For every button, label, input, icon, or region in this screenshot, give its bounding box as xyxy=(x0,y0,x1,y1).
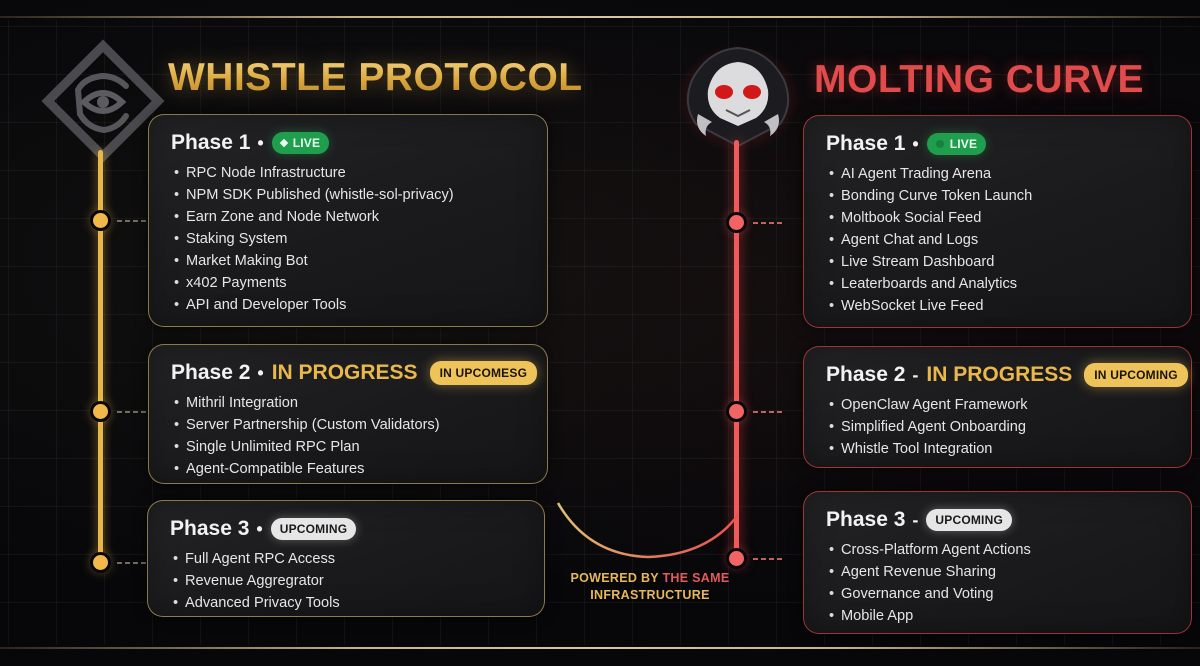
list-item: Mithril Integration xyxy=(171,392,547,414)
list-item: Market Making Bot xyxy=(171,250,547,272)
whistle-protocol-title: WHISTLE PROTOCOL xyxy=(168,56,583,99)
list-item: Server Partnership (Custom Validators) xyxy=(171,414,547,436)
list-item: RPC Node Infrastructure xyxy=(171,162,547,184)
phase-label: Phase 1 xyxy=(826,132,906,155)
status-badge-upcoming: UPCOMING xyxy=(270,518,357,540)
list-item: Earn Zone and Node Network xyxy=(171,206,547,228)
list-item: WebSocket Live Feed xyxy=(826,295,1191,317)
list-item: NPM SDK Published (whistle-sol-privacy) xyxy=(171,184,547,206)
whistle-phase-2-card: Phase 2 • IN PROGRESS IN UPCOMESG Mithri… xyxy=(148,344,548,484)
whistle-phase-3-card: Phase 3 • UPCOMING Full Agent RPC Access… xyxy=(147,500,545,617)
feature-list: RPC Node Infrastructure NPM SDK Publishe… xyxy=(171,162,547,316)
list-item: OpenClaw Agent Framework xyxy=(826,394,1191,416)
timeline-node-phase-2 xyxy=(729,404,744,419)
connector-dash xyxy=(753,411,783,413)
list-item: Simplified Agent Onboarding xyxy=(826,416,1191,438)
timeline-node-phase-1 xyxy=(93,213,108,228)
feature-list: Cross-Platform Agent Actions Agent Reven… xyxy=(826,539,1191,627)
list-item: Advanced Privacy Tools xyxy=(170,592,544,614)
list-item: AI Agent Trading Arena xyxy=(826,163,1191,185)
list-item: Agent Revenue Sharing xyxy=(826,561,1191,583)
status-badge-live: LIVE xyxy=(271,132,330,154)
phase-status: IN PROGRESS xyxy=(271,361,418,384)
list-item: Leaterboards and Analytics xyxy=(826,273,1191,295)
diamond-icon xyxy=(279,138,288,148)
status-badge-live: LIVE xyxy=(926,133,987,155)
list-item: Full Agent RPC Access xyxy=(170,548,544,570)
phase-label: Phase 2 xyxy=(171,361,251,384)
status-badge-upcoming: UPCOMING xyxy=(926,509,1012,531)
timeline-node-phase-2 xyxy=(93,404,108,419)
connector-dash xyxy=(117,411,147,413)
eye-shield-diamond-icon xyxy=(41,39,165,163)
shared-infrastructure-caption: POWERED BY THE SAME INFRASTRUCTURE xyxy=(570,571,730,602)
connector-dash xyxy=(117,220,147,222)
status-badge-progress: IN UPCOMING xyxy=(1084,363,1188,387)
list-item: Live Stream Dashboard xyxy=(826,251,1191,273)
suspension-bridge-icon xyxy=(548,502,739,575)
connector-dash xyxy=(753,558,783,560)
top-divider xyxy=(0,16,1200,18)
feature-list: Full Agent RPC Access Revenue Aggregrato… xyxy=(170,548,544,614)
timeline-node-phase-3 xyxy=(729,551,744,566)
phase-label: Phase 3 xyxy=(170,517,250,540)
whistle-timeline xyxy=(98,150,103,562)
phase-status: IN PROGRESS xyxy=(926,363,1073,386)
phase-label: Phase 3 xyxy=(826,508,906,531)
whistle-phase-1-card: Phase 1 • LIVE RPC Node Infrastructure N… xyxy=(148,114,548,327)
hooded-crab-mascot-icon xyxy=(676,44,800,150)
list-item: Revenue Aggregrator xyxy=(170,570,544,592)
list-item: API and Developer Tools xyxy=(171,294,547,316)
molting-timeline xyxy=(734,140,739,560)
list-item: Mobile App xyxy=(826,605,1191,627)
list-item: Whistle Tool Integration xyxy=(826,438,1191,460)
timeline-node-phase-1 xyxy=(729,215,744,230)
list-item: Staking System xyxy=(171,228,547,250)
phase-label: Phase 2 xyxy=(826,363,906,386)
phase-label: Phase 1 xyxy=(171,131,251,154)
bottom-divider xyxy=(0,647,1200,649)
feature-list: AI Agent Trading Arena Bonding Curve Tok… xyxy=(826,163,1191,317)
molting-phase-1-card: Phase 1 • LIVE AI Agent Trading Arena Bo… xyxy=(803,115,1192,328)
status-badge-progress: IN UPCOMESG xyxy=(429,361,538,385)
molting-phase-3-card: Phase 3 - UPCOMING Cross-Platform Agent … xyxy=(803,491,1192,634)
status-dot-icon xyxy=(935,140,944,148)
feature-list: OpenClaw Agent Framework Simplified Agen… xyxy=(826,394,1191,460)
molting-curve-title: MOLTING CURVE xyxy=(814,58,1145,101)
list-item: Bonding Curve Token Launch xyxy=(826,185,1191,207)
list-item: Moltbook Social Feed xyxy=(826,207,1191,229)
list-item: Single Unlimited RPC Plan xyxy=(171,436,547,458)
list-item: Governance and Voting xyxy=(826,583,1191,605)
list-item: Agent-Compatible Features xyxy=(171,458,547,480)
feature-list: Mithril Integration Server Partnership (… xyxy=(171,392,547,480)
connector-dash xyxy=(117,562,147,564)
molting-phase-2-card: Phase 2 - IN PROGRESS IN UPCOMING OpenCl… xyxy=(803,346,1192,468)
list-item: x402 Payments xyxy=(171,272,547,294)
connector-dash xyxy=(753,222,783,224)
list-item: Agent Chat and Logs xyxy=(826,229,1191,251)
list-item: Cross-Platform Agent Actions xyxy=(826,539,1191,561)
timeline-node-phase-3 xyxy=(93,555,108,570)
